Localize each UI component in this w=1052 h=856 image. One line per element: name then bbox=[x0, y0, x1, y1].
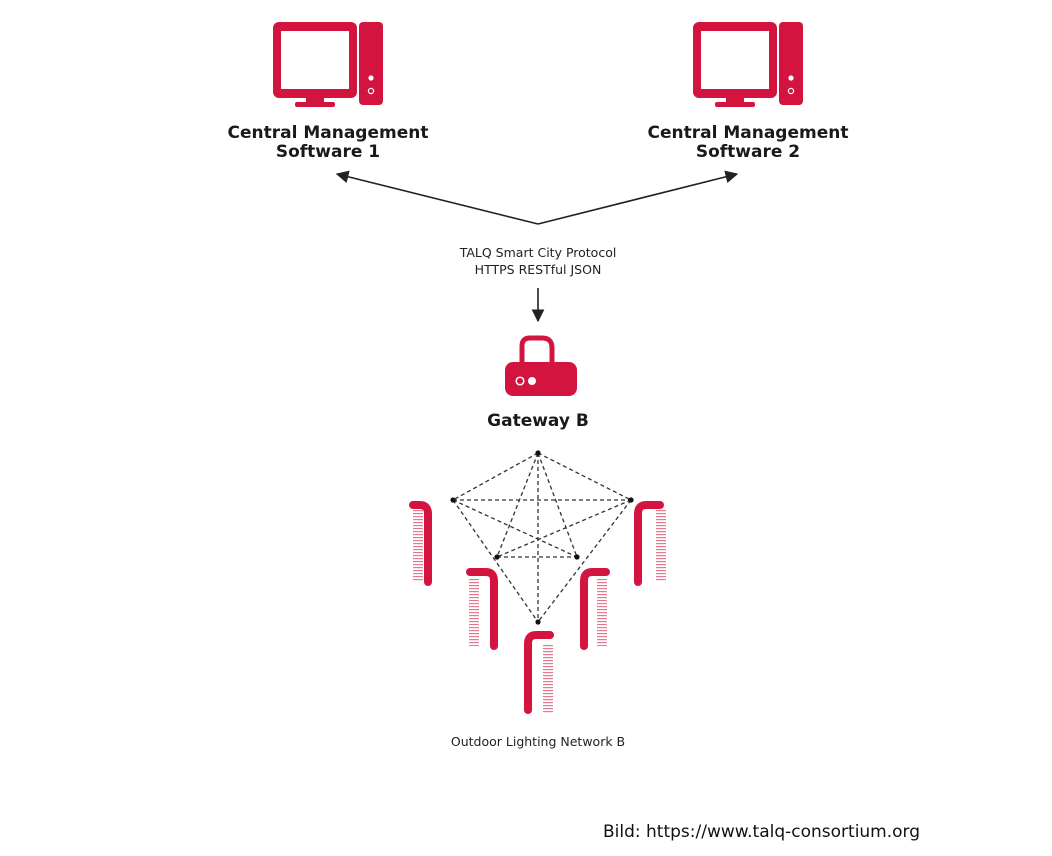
router-icon bbox=[505, 335, 577, 396]
network-label: Outdoor Lighting Network B bbox=[450, 734, 626, 749]
street-light-3-icon bbox=[466, 568, 498, 650]
computer-1-icon bbox=[273, 22, 383, 107]
protocol-line2: HTTPS RESTful JSON bbox=[474, 262, 602, 277]
cms-1-label: Central Management Software 1 bbox=[218, 124, 438, 162]
protocol-label: TALQ Smart City Protocol HTTPS RESTful J… bbox=[418, 244, 658, 278]
street-light-4-icon bbox=[580, 568, 610, 650]
cms-1-label-line1: Central Management bbox=[227, 123, 429, 143]
mesh-network bbox=[452, 452, 632, 623]
cms-1-label-line2: Software 1 bbox=[275, 142, 381, 162]
mesh-nodes bbox=[450, 450, 634, 625]
cms-2-label-line1: Central Management bbox=[647, 123, 849, 143]
computer-2-icon bbox=[693, 22, 803, 107]
protocol-arrows bbox=[335, 170, 739, 323]
image-credit: Bild: https://www.talq-consortium.org bbox=[603, 822, 921, 842]
cms-2-label-line2: Software 2 bbox=[695, 142, 801, 162]
cms-2-label: Central Management Software 2 bbox=[638, 124, 858, 162]
street-light-1-icon bbox=[409, 501, 432, 586]
gateway-label: Gateway B bbox=[487, 411, 589, 431]
street-light-5-icon bbox=[524, 631, 554, 714]
street-light-2-icon bbox=[634, 501, 666, 586]
protocol-line1: TALQ Smart City Protocol bbox=[459, 245, 617, 260]
